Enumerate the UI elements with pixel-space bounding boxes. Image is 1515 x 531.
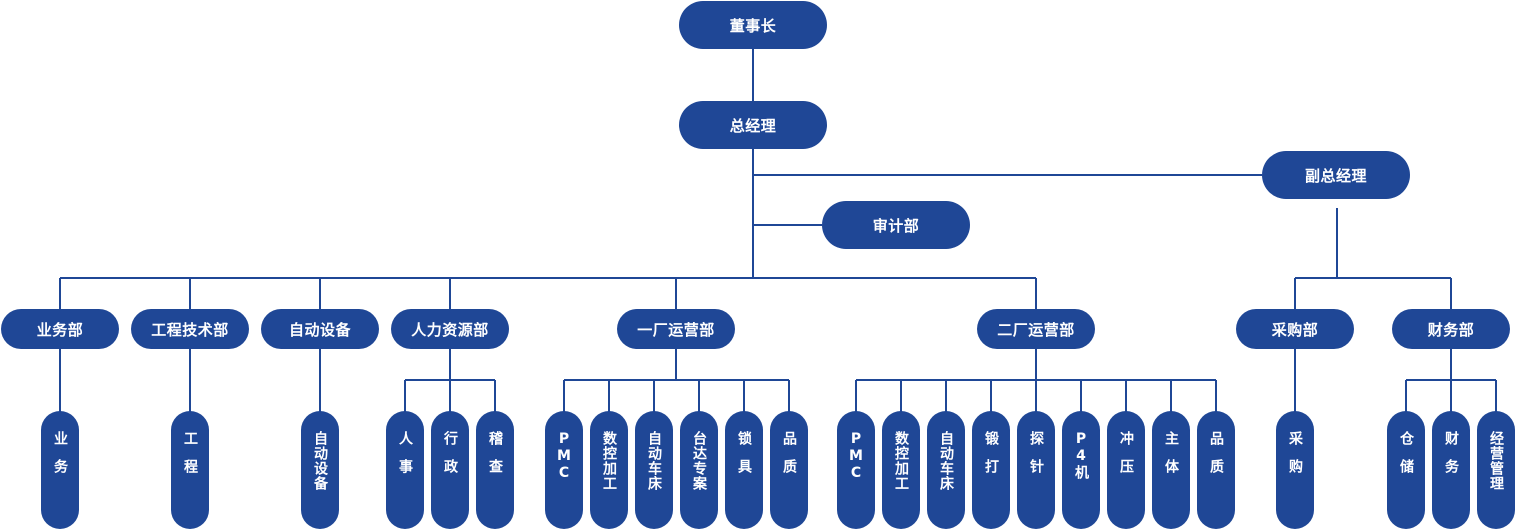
node-label: 稽查 xyxy=(487,431,503,487)
node-label: 数控加工 xyxy=(893,431,909,491)
node-label: 人力资源部 xyxy=(411,320,489,339)
node-label: 行政 xyxy=(442,431,458,487)
node-label: 采购 xyxy=(1287,431,1303,487)
node-label: 业务部 xyxy=(36,320,84,339)
node-label: 台达专案 xyxy=(691,431,707,491)
node-label: 锻打 xyxy=(983,431,999,487)
department-node[interactable]: 业务部 xyxy=(1,309,119,349)
sub-unit-node[interactable]: 人事 xyxy=(386,411,424,529)
sub-unit-node[interactable]: P4机 xyxy=(1062,411,1100,529)
sub-unit-node[interactable]: 冲压 xyxy=(1107,411,1145,529)
sub-unit-node[interactable]: 品质 xyxy=(1197,411,1235,529)
node-label: 审计部 xyxy=(872,216,920,235)
department-node[interactable]: 一厂运营部 xyxy=(617,309,735,349)
node-label: 品质 xyxy=(1208,431,1224,487)
sub-unit-node[interactable]: 主体 xyxy=(1152,411,1190,529)
node-label: 董事长 xyxy=(729,16,777,35)
sub-unit-node[interactable]: 稽查 xyxy=(476,411,514,529)
department-node[interactable]: 人力资源部 xyxy=(391,309,509,349)
sub-unit-node[interactable]: 锻打 xyxy=(972,411,1010,529)
node-label: 人事 xyxy=(397,431,413,487)
node-label: 采购部 xyxy=(1271,320,1319,339)
node-label: 工程 xyxy=(182,431,198,487)
department-node[interactable]: 财务部 xyxy=(1392,309,1510,349)
sub-unit-node[interactable]: 数控加工 xyxy=(590,411,628,529)
sub-unit-node[interactable]: 采购 xyxy=(1276,411,1314,529)
node-label: 经营管理 xyxy=(1488,431,1504,491)
node-label: PMC xyxy=(556,431,572,482)
sub-unit-node[interactable]: 数控加工 xyxy=(882,411,920,529)
sub-unit-node[interactable]: 锁具 xyxy=(725,411,763,529)
node-label: 自动车床 xyxy=(646,431,662,491)
node-label: 总经理 xyxy=(729,116,777,135)
node-label: 自动设备 xyxy=(312,431,328,491)
department-node[interactable]: 工程技术部 xyxy=(131,309,249,349)
node-label: 一厂运营部 xyxy=(637,320,715,339)
sub-unit-node[interactable]: 财务 xyxy=(1432,411,1470,529)
node-label: 探针 xyxy=(1028,431,1044,487)
deputy-general-manager-node[interactable]: 副总经理 xyxy=(1262,151,1410,199)
general-manager-node[interactable]: 总经理 xyxy=(679,101,827,149)
node-label: 锁具 xyxy=(736,431,752,487)
sub-unit-node[interactable]: 经营管理 xyxy=(1477,411,1515,529)
sub-unit-node[interactable]: 品质 xyxy=(770,411,808,529)
chairman-node[interactable]: 董事长 xyxy=(679,1,827,49)
sub-unit-node[interactable]: PMC xyxy=(837,411,875,529)
sub-unit-node[interactable]: 自动设备 xyxy=(301,411,339,529)
node-label: 财务部 xyxy=(1427,320,1475,339)
sub-unit-node[interactable]: 行政 xyxy=(431,411,469,529)
node-label: 财务 xyxy=(1443,431,1459,487)
sub-unit-node[interactable]: 探针 xyxy=(1017,411,1055,529)
node-label: 数控加工 xyxy=(601,431,617,491)
sub-unit-node[interactable]: PMC xyxy=(545,411,583,529)
node-label: 自动设备 xyxy=(288,320,351,339)
sub-unit-node[interactable]: 业务 xyxy=(41,411,79,529)
sub-unit-node[interactable]: 自动车床 xyxy=(635,411,673,529)
sub-unit-node[interactable]: 台达专案 xyxy=(680,411,718,529)
node-label: 仓储 xyxy=(1398,431,1414,487)
audit-department-node[interactable]: 审计部 xyxy=(822,201,970,249)
node-label: 副总经理 xyxy=(1304,166,1367,185)
node-label: 工程技术部 xyxy=(151,320,229,339)
department-node[interactable]: 采购部 xyxy=(1236,309,1354,349)
sub-unit-node[interactable]: 自动车床 xyxy=(927,411,965,529)
node-label: 冲压 xyxy=(1118,431,1134,487)
department-node[interactable]: 二厂运营部 xyxy=(977,309,1095,349)
node-label: 二厂运营部 xyxy=(997,320,1075,339)
node-label: 业务 xyxy=(52,431,68,487)
node-label: 主体 xyxy=(1163,431,1179,487)
node-label: P4机 xyxy=(1073,431,1089,480)
sub-unit-node[interactable]: 仓储 xyxy=(1387,411,1425,529)
department-node[interactable]: 自动设备 xyxy=(261,309,379,349)
sub-unit-node[interactable]: 工程 xyxy=(171,411,209,529)
node-label: 品质 xyxy=(781,431,797,487)
node-label: 自动车床 xyxy=(938,431,954,491)
node-label: PMC xyxy=(848,431,864,482)
